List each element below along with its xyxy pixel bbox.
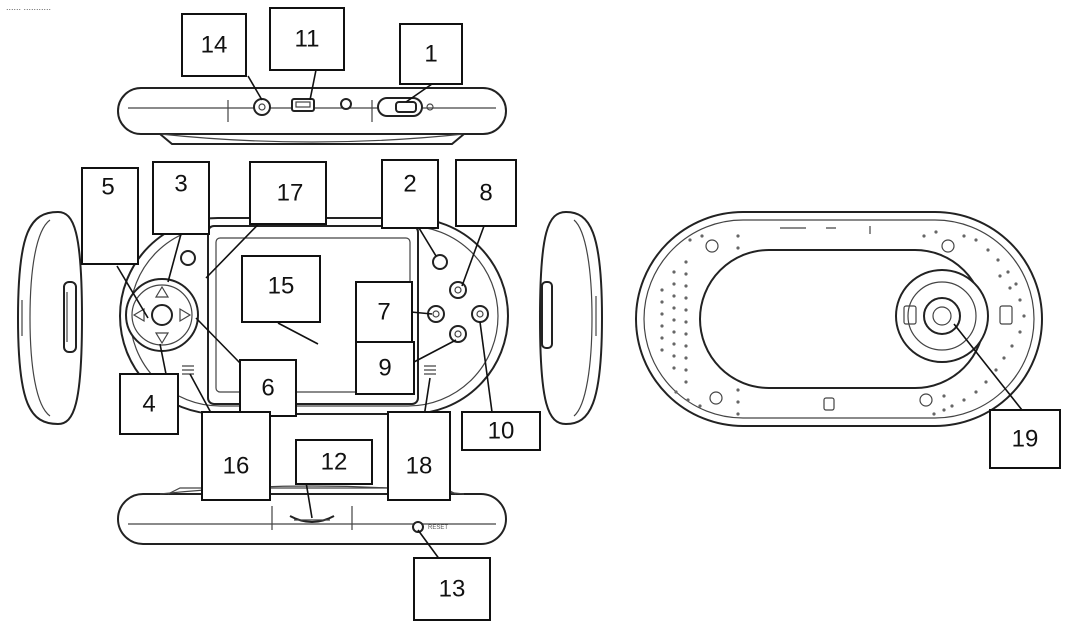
svg-text:3: 3 bbox=[174, 171, 187, 198]
card-slot-icon bbox=[289, 515, 335, 523]
svg-text:4: 4 bbox=[142, 391, 155, 418]
callout-2: 2 bbox=[381, 159, 439, 229]
svg-text:18: 18 bbox=[406, 453, 433, 480]
usb-port-icon bbox=[291, 98, 315, 112]
svg-text:13: 13 bbox=[439, 576, 466, 603]
callout-6: 6 bbox=[239, 359, 297, 417]
callout-13: 13 bbox=[413, 557, 491, 621]
svg-text:14: 14 bbox=[201, 32, 228, 59]
callout-11: 11 bbox=[269, 7, 345, 71]
svg-text:7: 7 bbox=[377, 299, 390, 326]
device-top-view bbox=[117, 87, 507, 145]
speaker-right-icon bbox=[424, 365, 436, 375]
svg-text:8: 8 bbox=[479, 180, 492, 207]
speaker-left-icon bbox=[182, 365, 194, 375]
figure-caption: ...... ........... bbox=[6, 2, 51, 12]
top-right-button-icon bbox=[432, 254, 448, 270]
callout-9: 9 bbox=[355, 341, 415, 395]
callout-1: 1 bbox=[399, 23, 463, 85]
callout-7: 7 bbox=[355, 281, 413, 343]
camera-lens-icon bbox=[895, 269, 989, 363]
svg-text:16: 16 bbox=[223, 453, 250, 480]
reset-hole-icon bbox=[412, 521, 424, 533]
headphone-jack-icon bbox=[253, 98, 271, 116]
dc-jack-icon bbox=[340, 98, 352, 110]
device-back-view bbox=[635, 211, 1043, 427]
svg-text:15: 15 bbox=[268, 273, 295, 300]
callout-8: 8 bbox=[455, 159, 517, 227]
callout-17: 17 bbox=[249, 161, 327, 225]
callout-19: 19 bbox=[989, 409, 1061, 469]
svg-text:6: 6 bbox=[261, 375, 274, 402]
action-buttons-icon bbox=[427, 281, 489, 343]
reset-label: RESET bbox=[428, 525, 448, 531]
callout-10: 10 bbox=[461, 411, 541, 451]
svg-text:17: 17 bbox=[277, 180, 304, 207]
screen-frame bbox=[207, 225, 419, 405]
svg-text:11: 11 bbox=[295, 26, 320, 53]
device-left-side-view bbox=[16, 210, 84, 426]
callout-16: 16 bbox=[201, 411, 271, 501]
callout-12: 12 bbox=[295, 439, 373, 485]
callout-18: 18 bbox=[387, 411, 451, 501]
svg-text:12: 12 bbox=[321, 449, 348, 476]
svg-text:10: 10 bbox=[488, 418, 515, 445]
callout-5: 5 bbox=[81, 167, 139, 265]
svg-text:5: 5 bbox=[101, 174, 114, 201]
svg-text:9: 9 bbox=[378, 355, 391, 382]
svg-text:2: 2 bbox=[403, 171, 416, 198]
callout-14: 14 bbox=[181, 13, 247, 77]
callout-4: 4 bbox=[119, 373, 179, 435]
device-front-view bbox=[119, 217, 509, 415]
callout-15: 15 bbox=[241, 255, 321, 323]
device-right-side-view bbox=[538, 210, 604, 426]
back-speaker-dots bbox=[660, 230, 1026, 416]
svg-text:19: 19 bbox=[1012, 426, 1039, 453]
callout-3: 3 bbox=[152, 161, 210, 235]
svg-text:1: 1 bbox=[424, 41, 437, 68]
dpad-icon bbox=[125, 278, 199, 352]
